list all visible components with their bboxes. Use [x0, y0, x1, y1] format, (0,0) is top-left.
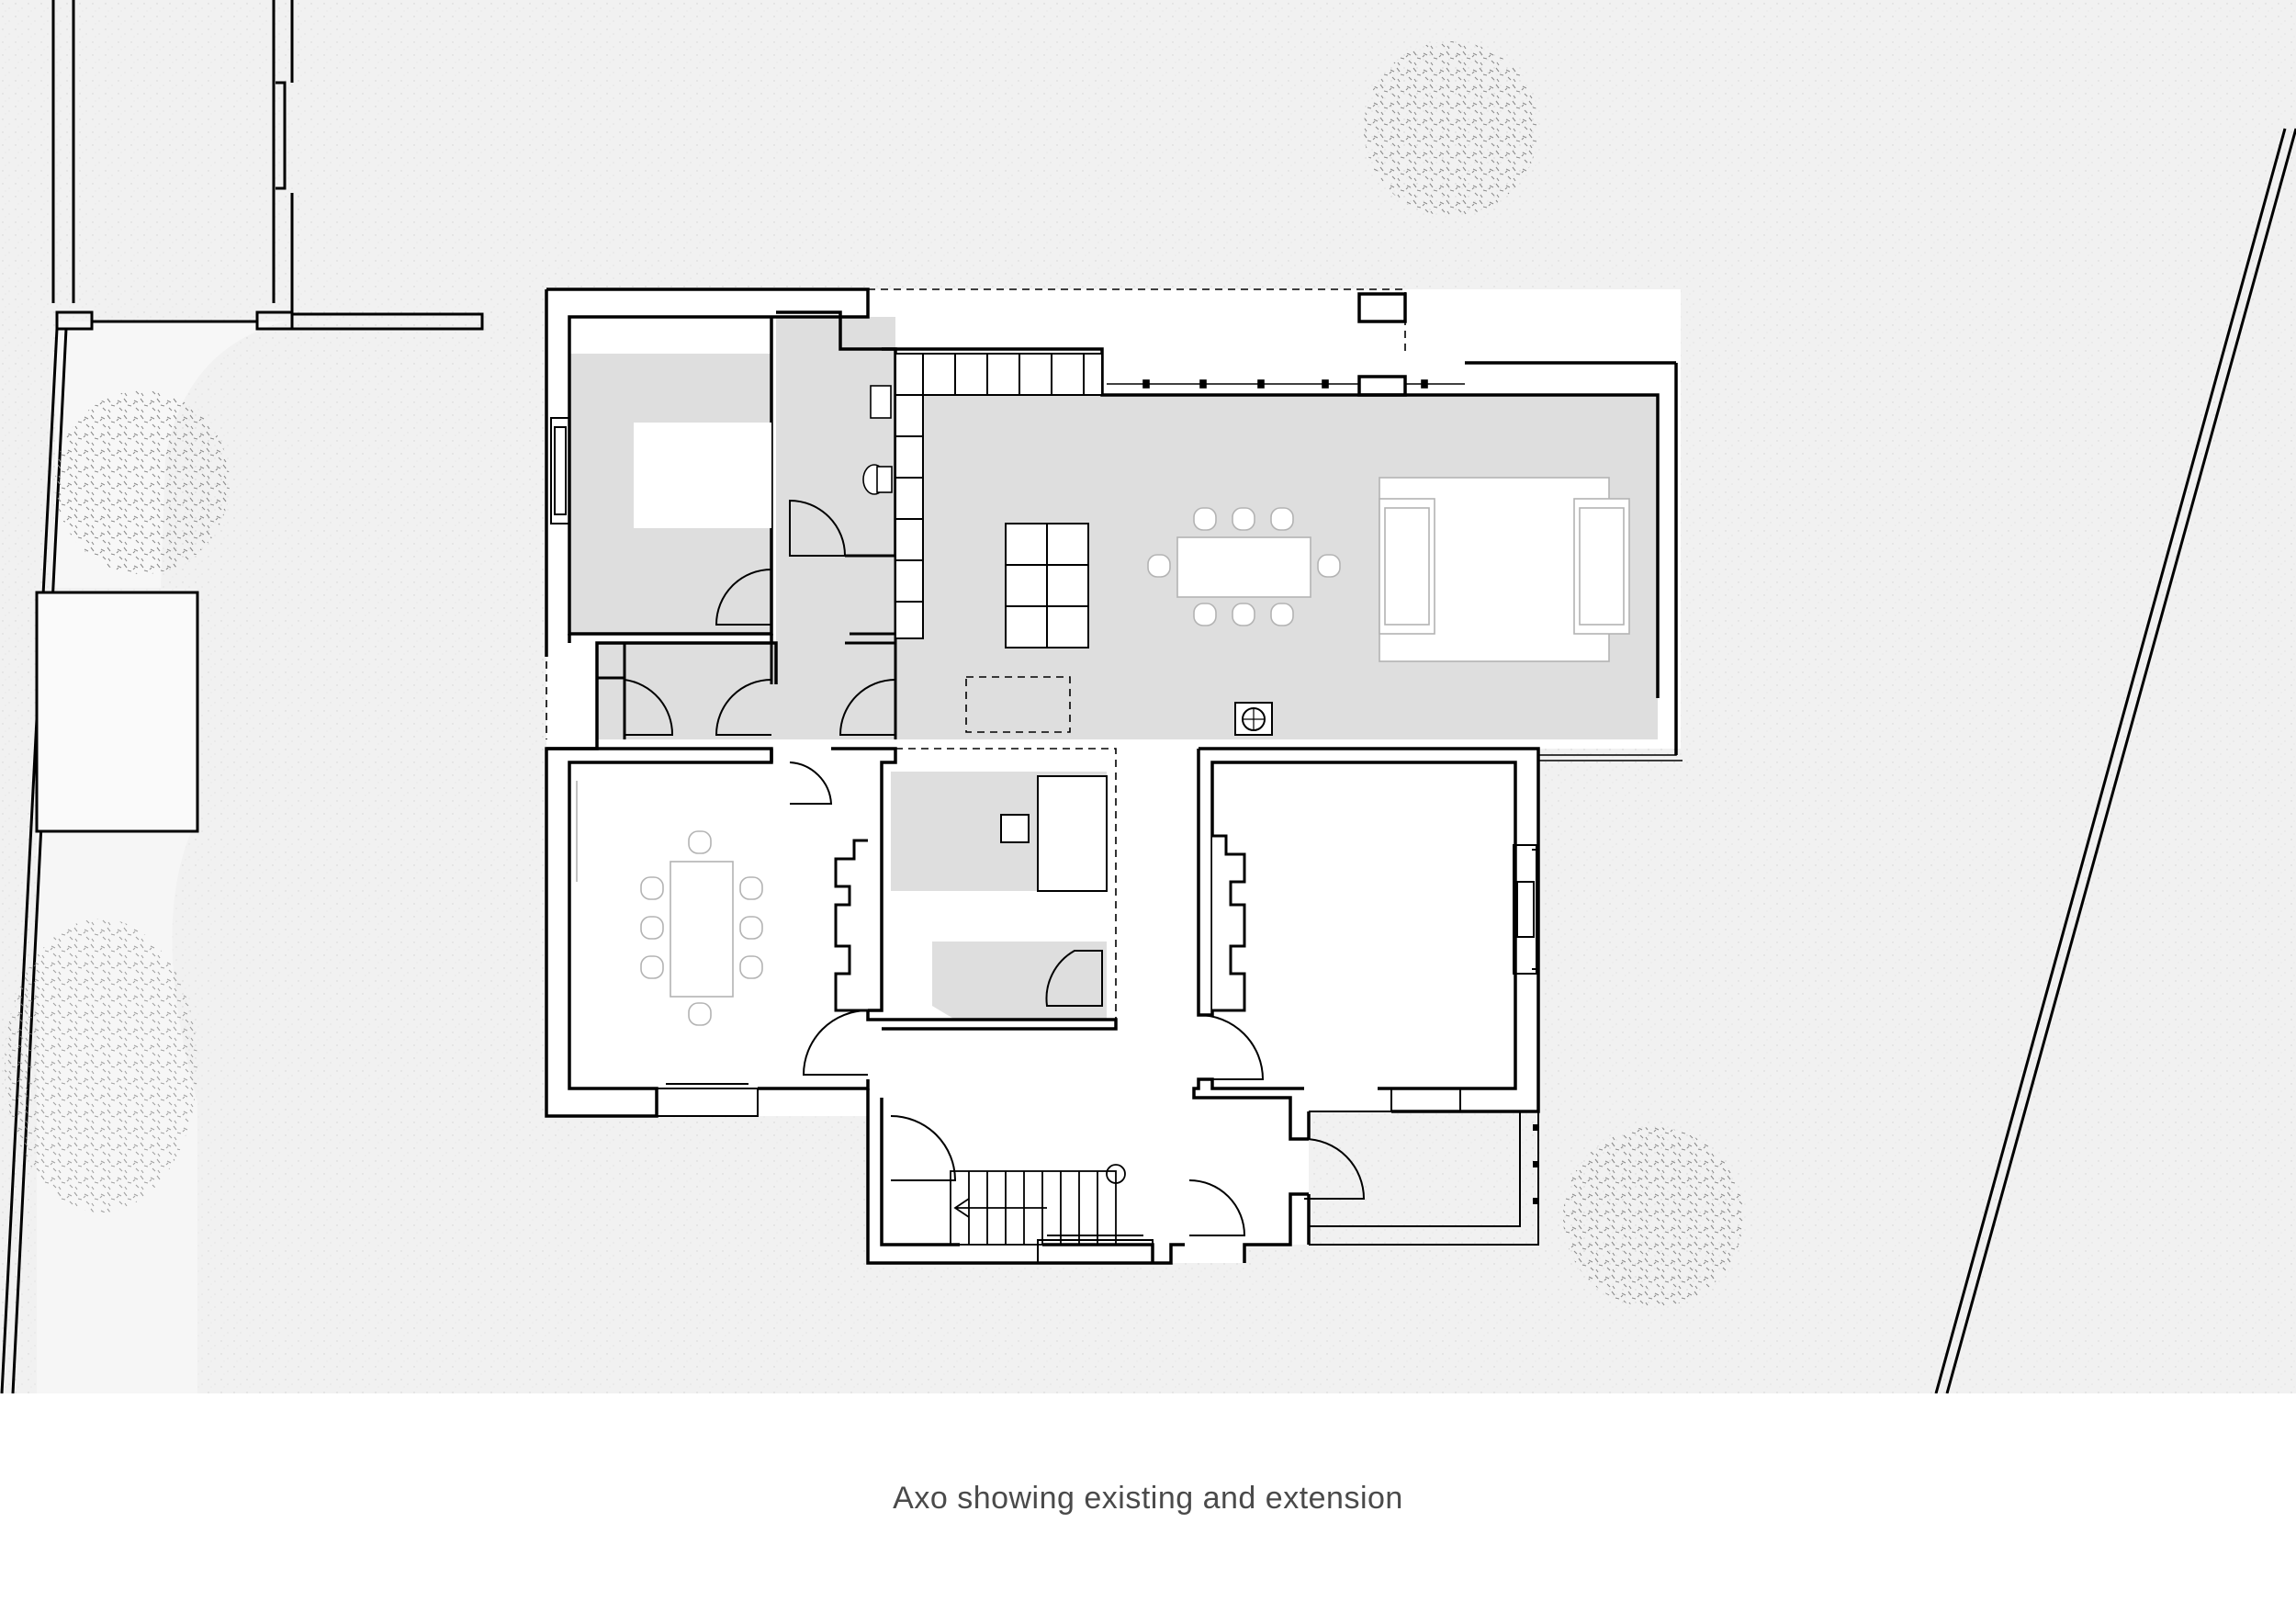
outbuilding — [35, 591, 199, 833]
tree-shrubs — [5, 41, 1743, 1307]
neighbour-building — [51, 0, 484, 331]
front-dining-set — [576, 781, 763, 1026]
caption-band — [0, 1393, 2296, 1624]
left-boundary-wall — [0, 328, 68, 1394]
kitchen-units — [895, 353, 1273, 892]
right-boundary-wall — [1934, 128, 2296, 1394]
drawing-caption: Axo showing existing and extension — [893, 1481, 1403, 1516]
wc-fixtures — [862, 385, 893, 495]
house-plan — [545, 288, 1683, 1265]
lounge-sofas — [1379, 477, 1630, 662]
dining-set — [1147, 507, 1341, 626]
staircase — [950, 1164, 1126, 1246]
bed — [634, 423, 771, 528]
